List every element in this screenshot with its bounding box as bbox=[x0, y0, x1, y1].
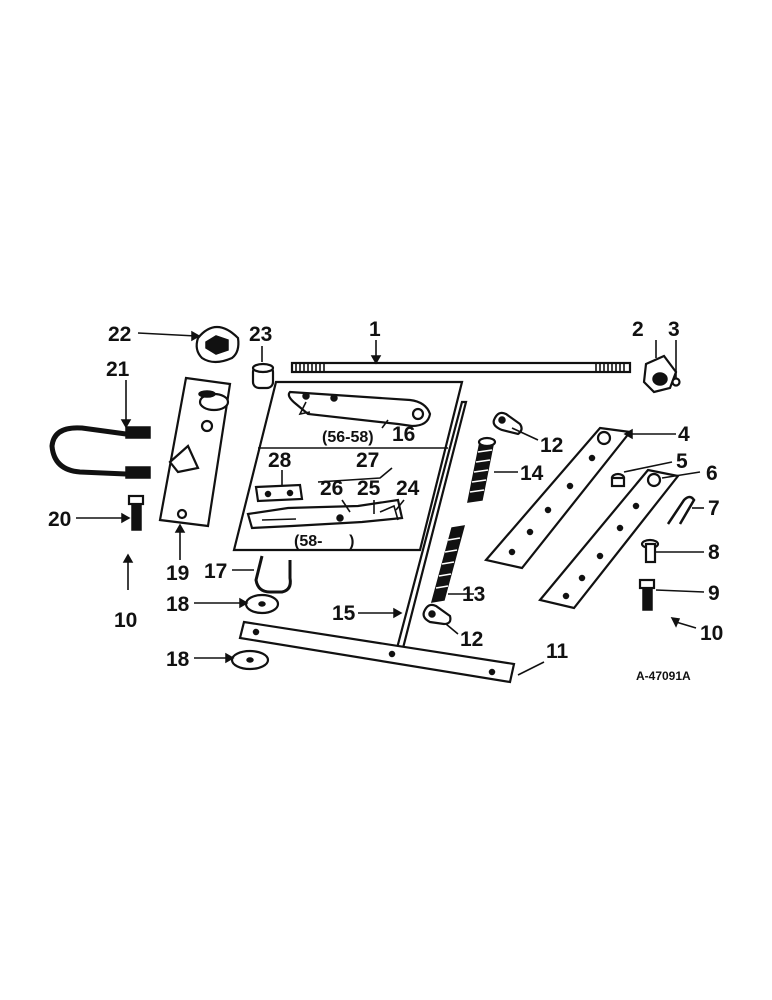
callout-8: 8 bbox=[708, 541, 720, 564]
callout-11: 11 bbox=[546, 640, 569, 663]
callout-6: 6 bbox=[706, 462, 718, 485]
part-11-bar bbox=[238, 620, 516, 684]
callout-17: 17 bbox=[204, 560, 227, 583]
part-6-plate bbox=[538, 468, 680, 610]
part-5-pin bbox=[610, 472, 626, 488]
part-18-washer-lower bbox=[230, 649, 270, 671]
callout-18-lower: 18 bbox=[166, 648, 190, 671]
callout-16: 16 bbox=[392, 423, 415, 446]
callout-4: 4 bbox=[678, 423, 690, 446]
callout-9: 9 bbox=[708, 582, 720, 605]
part-8-clevis-pin bbox=[640, 538, 660, 564]
callout-3: 3 bbox=[668, 318, 680, 341]
callout-labels: 1 2 3 4 5 6 7 8 9 10 10 11 12 12 13 14 1… bbox=[48, 318, 723, 683]
part-7-cotter-pin bbox=[666, 495, 696, 525]
part-23-bushing bbox=[251, 362, 275, 390]
callout-10-left: 10 bbox=[114, 609, 137, 632]
callout-1: 1 bbox=[369, 318, 381, 341]
inset-range-upper: (56-58) bbox=[322, 429, 374, 446]
callout-20: 20 bbox=[48, 508, 71, 531]
part-3-washer bbox=[671, 377, 681, 387]
callout-25: 25 bbox=[357, 477, 381, 500]
callout-21: 21 bbox=[106, 358, 130, 381]
part-4-plate bbox=[483, 426, 633, 570]
callout-23: 23 bbox=[249, 323, 272, 346]
part-17-u-bolt bbox=[254, 555, 292, 594]
part-20-bolt bbox=[127, 494, 145, 531]
callout-22: 22 bbox=[108, 323, 131, 346]
drawing-reference-number: A-47091A bbox=[636, 669, 691, 683]
callout-12-upper: 12 bbox=[540, 434, 563, 457]
callout-28: 28 bbox=[268, 449, 292, 472]
callout-14: 14 bbox=[520, 462, 544, 485]
part-14-spring bbox=[467, 436, 497, 503]
part-9-bolt bbox=[638, 578, 656, 611]
callout-7: 7 bbox=[708, 497, 720, 520]
callout-19: 19 bbox=[166, 562, 189, 585]
callout-18-upper: 18 bbox=[166, 593, 190, 616]
inset-panel bbox=[232, 380, 464, 552]
part-12-clamp-lower bbox=[422, 603, 452, 626]
part-21-u-bolt bbox=[49, 425, 151, 479]
part-18-washer-upper bbox=[244, 593, 280, 615]
part-22-nut bbox=[195, 325, 240, 364]
callout-10-right: 10 bbox=[700, 622, 723, 645]
callout-24: 24 bbox=[396, 477, 420, 500]
callout-12-lower: 12 bbox=[460, 628, 483, 651]
part-13-spring bbox=[430, 525, 466, 603]
callout-5: 5 bbox=[676, 450, 688, 473]
callout-26: 26 bbox=[320, 477, 343, 500]
leader-lines bbox=[76, 330, 705, 676]
part-1-threaded-rod bbox=[290, 361, 632, 374]
callout-13: 13 bbox=[462, 583, 485, 606]
callout-27: 27 bbox=[356, 449, 379, 472]
part-19-bracket bbox=[158, 376, 232, 528]
inset-range-lower: (58- ) bbox=[294, 533, 354, 550]
callout-15: 15 bbox=[332, 602, 356, 625]
callout-2: 2 bbox=[632, 318, 644, 341]
part-2-nut bbox=[642, 354, 678, 394]
